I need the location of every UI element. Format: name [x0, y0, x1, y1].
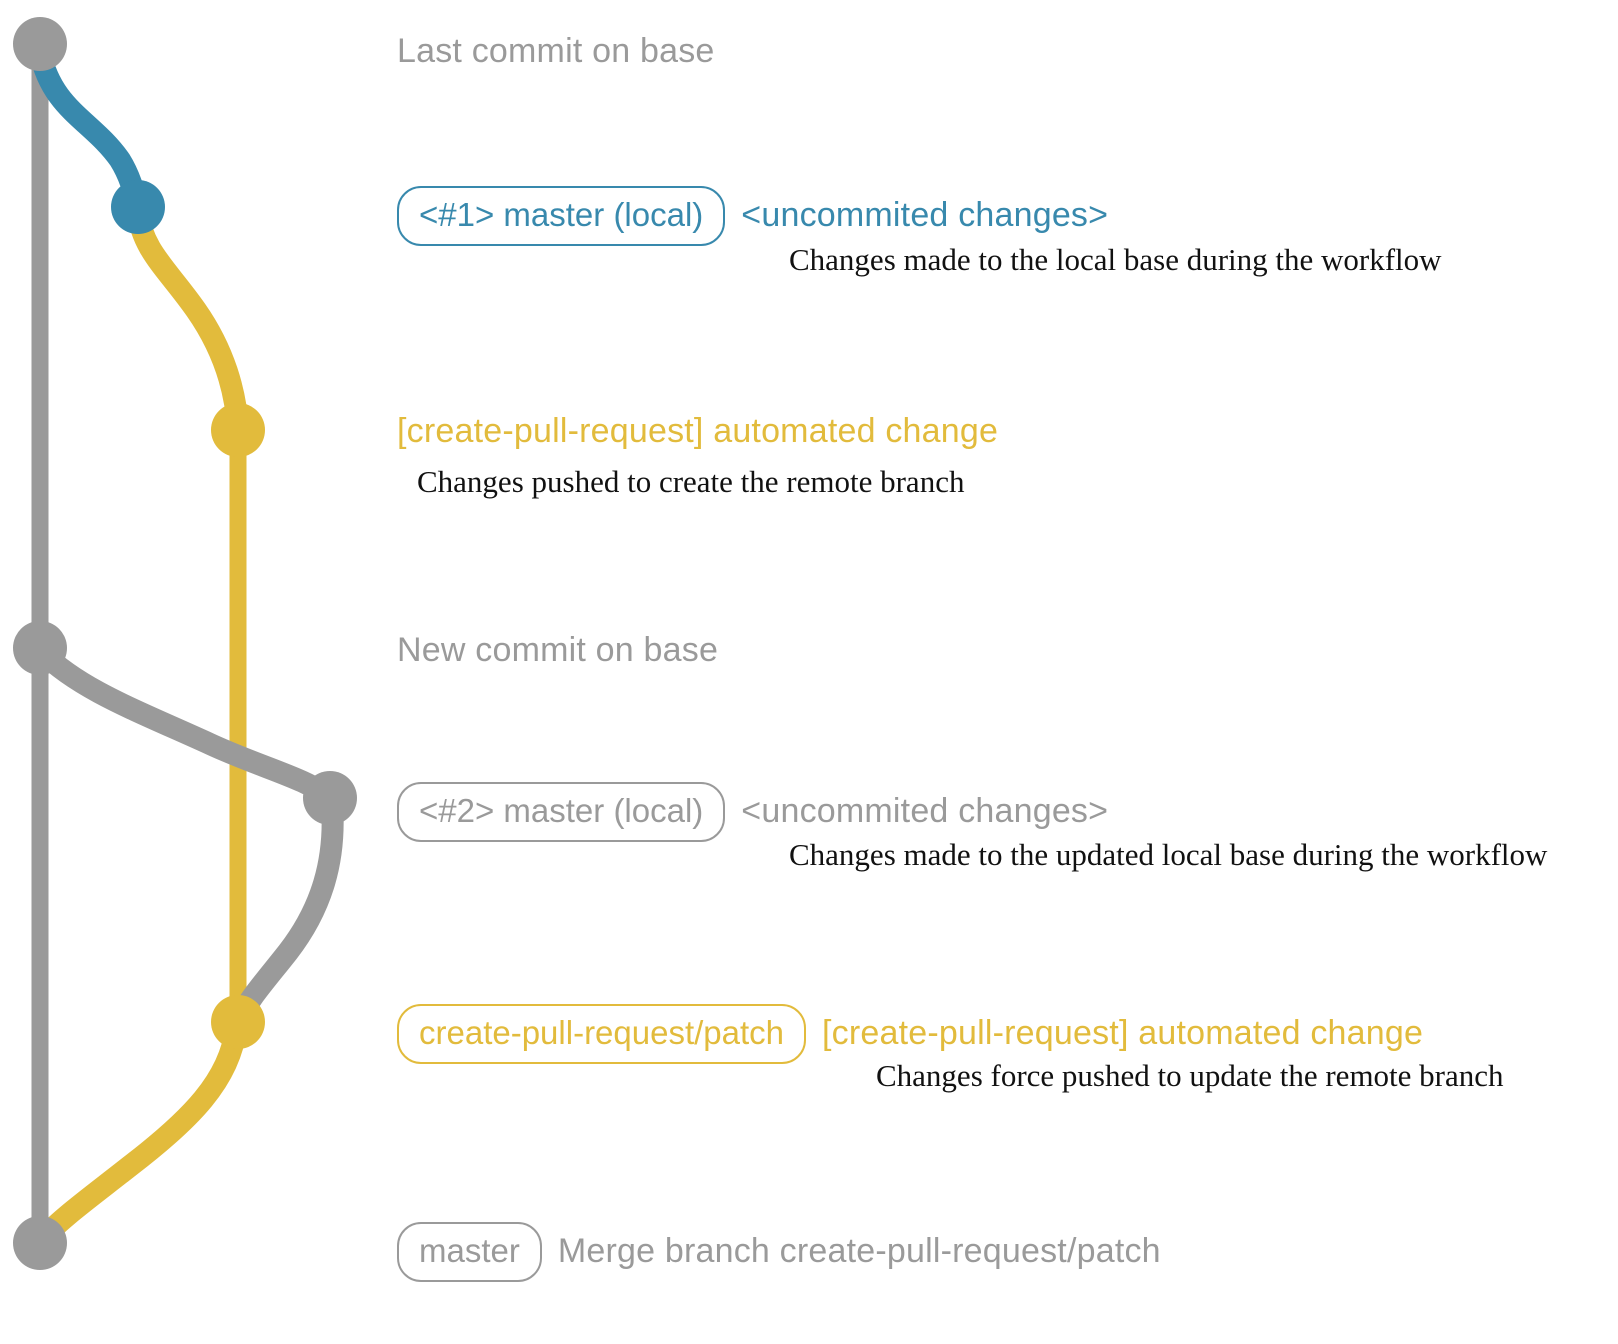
commit-message-local-1: <uncommited changes> [741, 196, 1109, 235]
label-automated-change-1: [create-pull-request] automated change [397, 412, 999, 450]
edge-local1-to-patch1 [127, 201, 249, 441]
commit-node-patch-1 [211, 403, 265, 457]
commit-message-patch-branch: [create-pull-request] automated change [822, 1014, 1424, 1053]
badge-create-pull-request-patch[interactable]: create-pull-request/patch [397, 1004, 807, 1064]
commit-node-local-2 [303, 771, 357, 825]
edge-basenew-to-local2 [31, 641, 341, 809]
edge-patch2-to-master [31, 1017, 247, 1251]
badge-master-local-2[interactable]: <#2> master (local) [397, 782, 726, 842]
label-last-commit-on-base: Last commit on base [397, 32, 715, 70]
row-master-merge: master Merge branch create-pull-request/… [397, 1222, 1161, 1282]
description-patch-branch: Changes force pushed to update the remot… [876, 1058, 1504, 1093]
badge-master[interactable]: master [397, 1222, 542, 1282]
commit-message-local-2: <uncommited changes> [741, 792, 1109, 831]
commit-message-master-merge: Merge branch create-pull-request/patch [557, 1232, 1161, 1271]
edge-local2-to-patch2 [227, 793, 344, 1033]
commit-node-base-new [13, 621, 67, 675]
row-local-2: <#2> master (local) <uncommited changes> [397, 782, 1108, 842]
label-new-commit-on-base: New commit on base [397, 631, 719, 669]
description-local-1: Changes made to the local base during th… [789, 242, 1442, 277]
commit-node-patch-2 [211, 995, 265, 1049]
row-patch-branch: create-pull-request/patch [create-pull-r… [397, 1004, 1423, 1064]
edge-base-to-local1 [29, 41, 149, 218]
description-local-2: Changes made to the updated local base d… [789, 837, 1548, 872]
commit-node-local-1 [111, 180, 165, 234]
description-automated-change-1: Changes pushed to create the remote bran… [417, 464, 965, 499]
badge-master-local-1[interactable]: <#1> master (local) [397, 186, 726, 246]
commit-node-base-top [13, 17, 67, 71]
commit-node-master-tip [13, 1216, 67, 1270]
row-local-1: <#1> master (local) <uncommited changes> [397, 186, 1108, 246]
